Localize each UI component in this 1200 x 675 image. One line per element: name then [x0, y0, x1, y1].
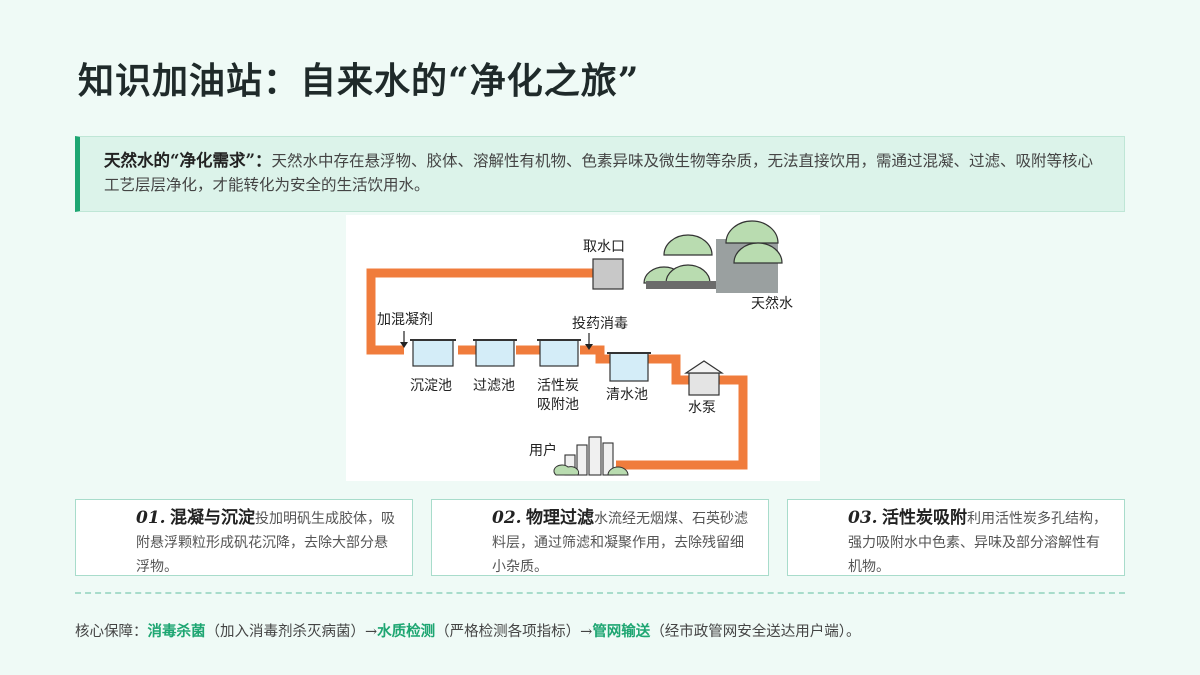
step-card-2: 02. 物理过滤水流经无烟煤、石英砂滤料层，通过筛滤和凝聚作用，去除残留细小杂质… — [431, 499, 769, 576]
label-coagulant: 加混凝剂 — [377, 312, 433, 328]
footer-item-disinfection: 消毒杀菌 — [147, 623, 206, 640]
sedimentation-tank — [412, 339, 454, 367]
step-text: 投加明矾生成胶体，吸附悬浮颗粒形成矾花沉降，去除大部分悬浮物。 — [136, 511, 396, 575]
step-number: 02. — [492, 508, 522, 528]
tree-shape — [725, 220, 779, 244]
clear-water-tank — [609, 352, 649, 382]
label-carbon-2: 吸附池 — [537, 397, 579, 413]
footer-note: （严格检测各项指标）→ — [435, 624, 593, 640]
label-pump: 水泵 — [688, 400, 716, 416]
tree-shape — [665, 264, 711, 284]
water-treatment-diagram: 取水口 天然水 加混凝剂 投药消毒 沉淀池 过滤池 活性炭 吸附池 清水池 水泵… — [346, 215, 820, 481]
ground-shape — [646, 281, 716, 289]
step-card-3: 03. 活性炭吸附利用活性炭多孔结构，强力吸附水中色素、异味及部分溶解性有机物。 — [787, 499, 1125, 576]
carbon-tank — [539, 339, 579, 367]
trees-group — [643, 220, 783, 293]
footer-note: （加入消毒剂杀灭病菌）→ — [205, 624, 378, 640]
tree-shape — [663, 234, 713, 256]
intro-label: 天然水的“净化需求”： — [104, 151, 272, 170]
step-text: 利用活性炭多孔结构，强力吸附水中色素、异味及部分溶解性有机物。 — [848, 511, 1108, 575]
step-heading: 物理过滤 — [526, 508, 595, 528]
diagram-svg: 取水口 天然水 加混凝剂 投药消毒 沉淀池 过滤池 活性炭 吸附池 清水池 水泵… — [366, 220, 793, 476]
step-card-1: 01. 混凝与沉淀投加明矾生成胶体，吸附悬浮颗粒形成矾花沉降，去除大部分悬浮物。 — [75, 499, 413, 576]
footer-item-delivery: 管网输送 — [592, 623, 651, 640]
user-buildings — [553, 436, 629, 476]
intro-text: 天然水中存在悬浮物、胶体、溶解性有机物、色素异味及微生物等杂质，无法直接饮用，需… — [104, 152, 1093, 194]
pump-roof — [684, 360, 724, 374]
label-disinfectant: 投药消毒 — [572, 316, 628, 332]
footer-item-quality-test: 水质检测 — [377, 623, 436, 640]
bush-shape — [553, 464, 580, 476]
bush-shape — [607, 466, 629, 476]
label-carbon-1: 活性炭 — [537, 378, 579, 394]
dashed-divider — [75, 592, 1125, 594]
footer-prefix: 核心保障： — [75, 624, 148, 640]
building-shape — [576, 444, 588, 476]
pump-box — [688, 372, 720, 396]
intake-box — [592, 258, 624, 290]
coagulant-arrowhead — [400, 342, 408, 348]
label-filter: 过滤池 — [473, 378, 515, 394]
page-title: 知识加油站：自来水的“净化之旅” — [78, 60, 640, 102]
tree-shape — [733, 242, 783, 264]
building-shape — [588, 436, 602, 476]
filter-tank — [475, 339, 515, 367]
step-heading: 活性炭吸附 — [882, 508, 968, 528]
footer-note: （经市政管网安全送达用户端）。 — [650, 624, 861, 640]
intro-box: 天然水的“净化需求”：天然水中存在悬浮物、胶体、溶解性有机物、色素异味及微生物等… — [75, 136, 1125, 212]
label-sedimentation: 沉淀池 — [410, 378, 452, 394]
disinfectant-arrowhead — [585, 344, 593, 350]
label-intake: 取水口 — [583, 239, 625, 255]
step-number: 01. — [136, 508, 166, 528]
label-clear-water: 清水池 — [606, 387, 648, 403]
footer-summary: 核心保障：消毒杀菌（加入消毒剂杀灭病菌）→水质检测（严格检测各项指标）→管网输送… — [75, 620, 861, 641]
pipeline — [366, 268, 748, 470]
step-heading: 混凝与沉淀 — [170, 508, 256, 528]
step-text: 水流经无烟煤、石英砂滤料层，通过筛滤和凝聚作用，去除残留细小杂质。 — [492, 511, 749, 575]
label-user: 用户 — [529, 442, 557, 459]
label-natural-water: 天然水 — [751, 295, 793, 312]
step-number: 03. — [848, 508, 878, 528]
